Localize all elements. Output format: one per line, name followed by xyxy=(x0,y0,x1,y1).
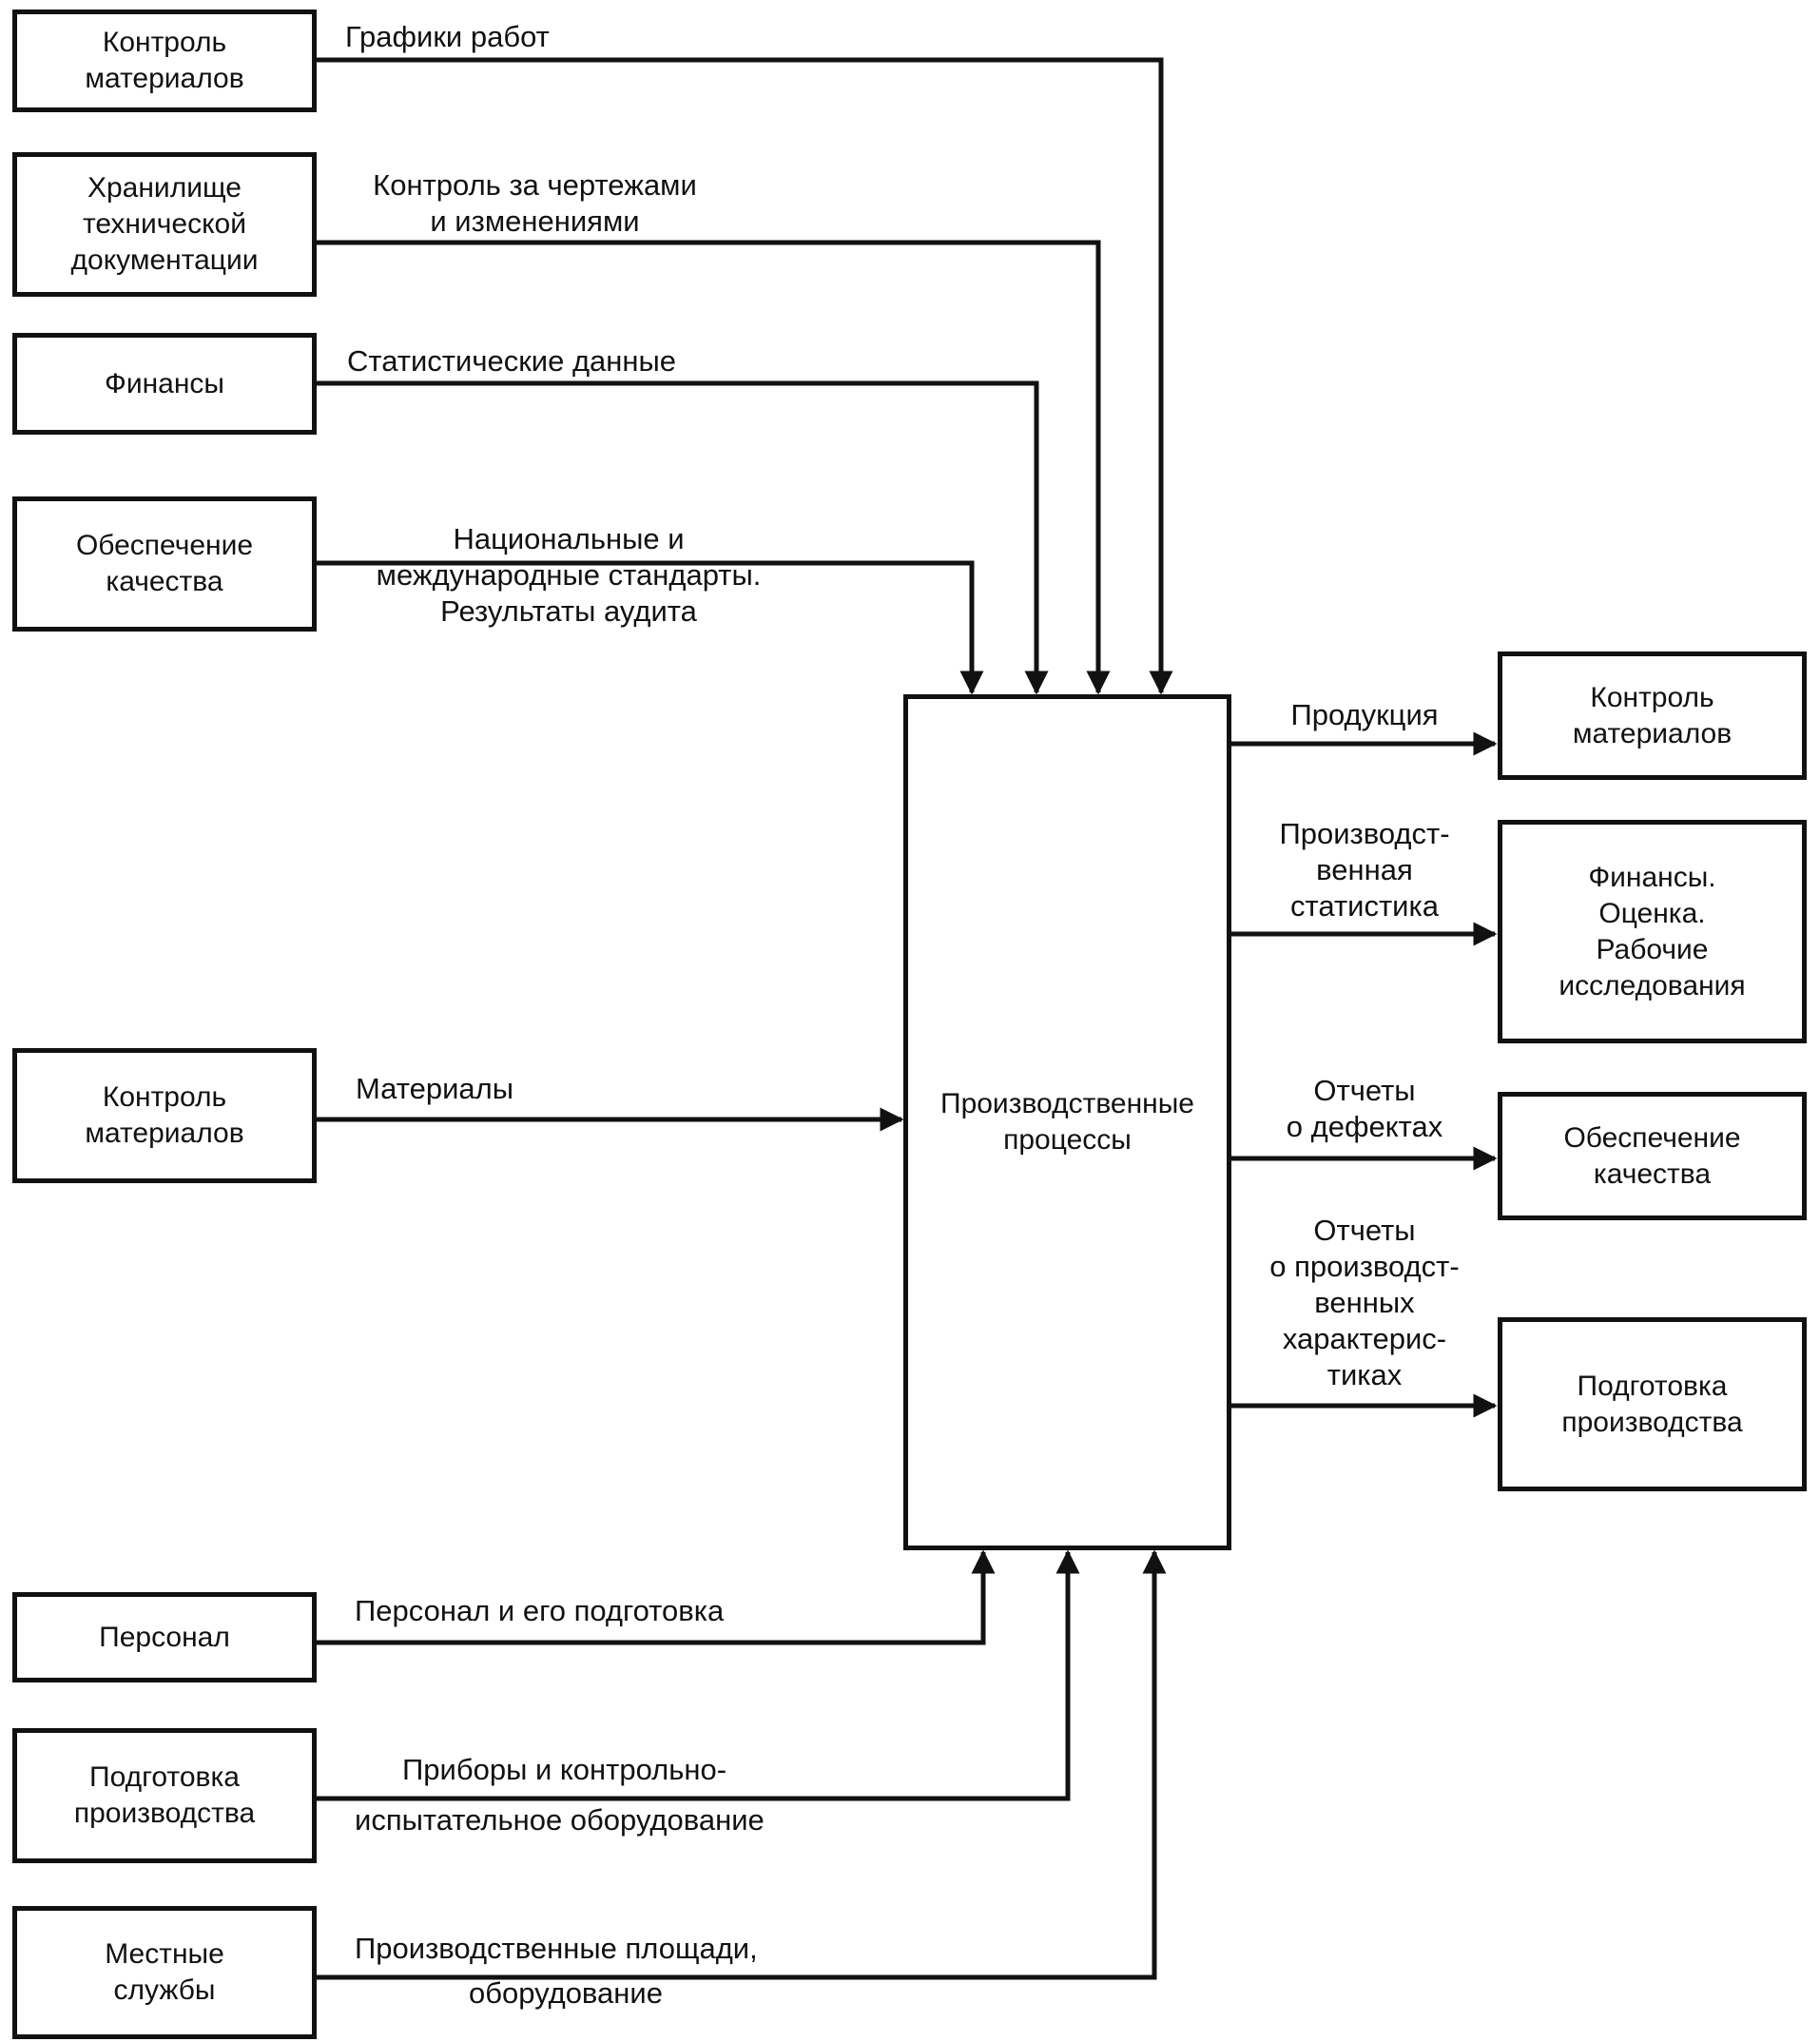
flow-label-performance-reports: Отчеты о производст- венных характерис- … xyxy=(1269,1214,1460,1391)
flow-label-defect-reports: Отчеты о дефектах xyxy=(1286,1074,1443,1143)
flow-label-materials: Материалы xyxy=(356,1072,513,1105)
source-box-production-preparation: Подготовка производства xyxy=(12,1728,317,1863)
source-box-finance: Финансы xyxy=(12,333,317,435)
arrow-standards xyxy=(317,560,984,695)
arrow-drawing-control xyxy=(317,240,1111,695)
flow-label-work-schedules: Графики работ xyxy=(345,20,550,53)
arrow-statistical-data xyxy=(317,380,1049,695)
flow-label-personnel: Персонал и его подготовка xyxy=(355,1594,725,1627)
arrow-personnel xyxy=(317,1549,996,1645)
flow-label-drawing-control: Контроль за чертежами и изменениями xyxy=(373,168,697,238)
arrow-facilities xyxy=(317,1549,1167,1980)
flow-label-instruments-1: Приборы и контрольно- xyxy=(402,1753,727,1786)
process-box-production: Производственные процессы xyxy=(903,694,1231,1550)
source-box-personnel: Персонал xyxy=(12,1592,317,1682)
flow-label-instruments-2: испытательное оборудование xyxy=(355,1803,765,1837)
flow-label-statistical-data: Статистические данные xyxy=(347,344,677,378)
flow-label-products: Продукция xyxy=(1290,698,1439,731)
arrow-instruments xyxy=(317,1549,1080,1801)
target-box-quality-assurance: Обеспечение качества xyxy=(1498,1092,1807,1220)
process-label: Производственные процессы xyxy=(940,1088,1194,1156)
source-box-materials-control-left: Контроль материалов xyxy=(12,1048,317,1183)
flow-label-production-statistics: Производст- венная статистика xyxy=(1279,817,1450,923)
source-box-materials-control-top: Контроль материалов xyxy=(12,10,317,112)
arrow-work-schedules xyxy=(317,57,1173,695)
target-box-materials-control: Контроль материалов xyxy=(1498,651,1807,780)
source-box-tech-documentation: Хранилище технической документации xyxy=(12,152,317,297)
source-box-local-services: Местные службы xyxy=(12,1906,317,2039)
flow-label-standards: Национальные и международные стандарты. … xyxy=(376,522,762,628)
target-box-production-preparation: Подготовка производства xyxy=(1498,1317,1807,1491)
flow-label-facilities-2: оборудование xyxy=(469,1976,663,2010)
flow-label-facilities-1: Производственные площади, xyxy=(355,1932,758,1965)
target-box-finance-evaluation: Финансы. Оценка. Рабочие исследования xyxy=(1498,820,1807,1043)
source-box-quality-assurance: Обеспечение качества xyxy=(12,496,317,632)
